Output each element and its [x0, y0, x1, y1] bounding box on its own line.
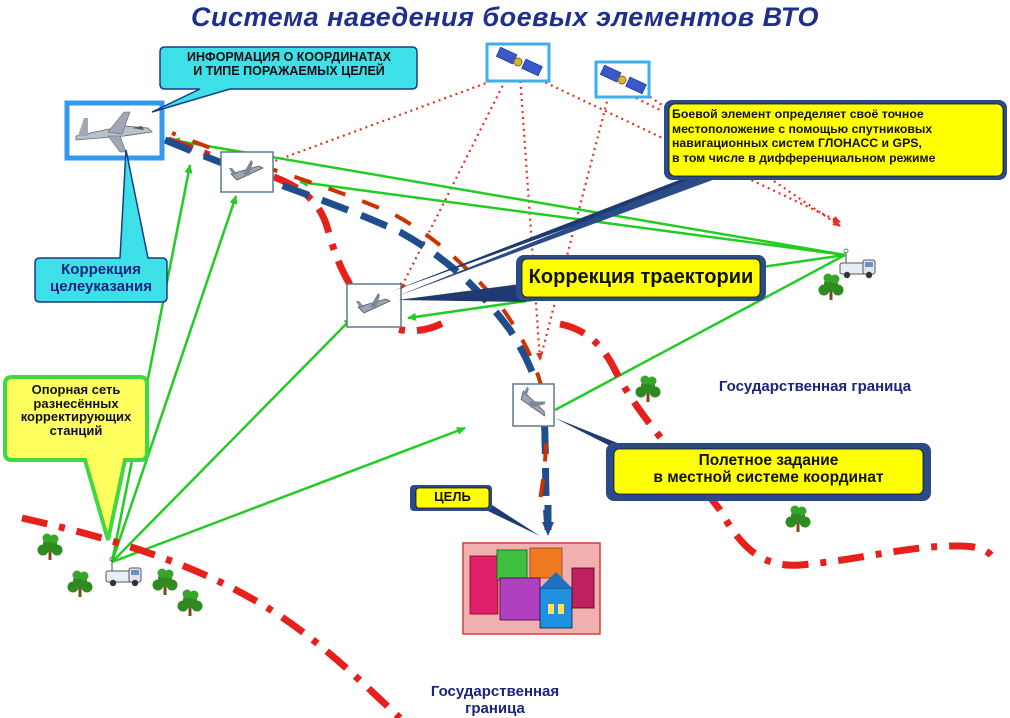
munition-3 [512, 381, 555, 427]
reference-network-line: Опорная сеть [31, 382, 121, 397]
city-icon [469, 547, 595, 629]
target-label-text: ЦЕЛЬ [434, 489, 471, 504]
flight-task-line: Полетное задание [698, 452, 839, 469]
satellite-gps [594, 60, 651, 99]
vehicle-icon [839, 248, 876, 279]
tree-icon [785, 505, 811, 532]
reference-network-text: Опорная сеть разнесённых корректирующих … [6, 383, 146, 438]
callout-trajectory-correction [398, 255, 766, 302]
callout-target-correction [34, 149, 168, 303]
target-city [462, 542, 601, 635]
tree-icon [635, 375, 661, 402]
satellite-positioning-line: Боевой элемент определяет своё точное [672, 107, 924, 121]
callout-satellite-positioning [390, 100, 1007, 297]
info-coords-line: ИНФОРМАЦИЯ О КООРДИНАТАХ [187, 50, 391, 64]
target-correction-text: Коррекция целеуказания [36, 261, 166, 295]
tree-icon [37, 533, 63, 560]
satellite-positioning-line: навигационных систем ГЛОНАСС и GPS, [672, 136, 922, 150]
tree-icon [177, 589, 203, 616]
reference-network-line: корректирующих [20, 409, 132, 425]
tree-icon [152, 568, 178, 595]
callout-reference-network [3, 375, 149, 541]
satellite-positioning-text: Боевой элемент определяет своё точное ме… [672, 107, 1000, 165]
reference-network-line: разнесённых [33, 395, 119, 411]
border-label-bottom: Государственная граница [405, 683, 585, 718]
munition-1 [220, 151, 274, 193]
aircraft-carrier-plane [64, 100, 165, 161]
vehicle-icon [105, 556, 142, 587]
border-label-line: граница [465, 700, 525, 718]
info-coords-text: ИНФОРМАЦИЯ О КООРДИНАТАХ И ТИПЕ ПОРАЖАЕМ… [162, 50, 416, 79]
flight-task-line: в местной системе координат [653, 469, 884, 487]
callout-flight-task [555, 418, 931, 501]
border-label-right: Государственная граница [718, 378, 912, 395]
satellite-positioning-line: местоположение с помощью спутниковых [672, 121, 933, 136]
tree-icon [67, 570, 93, 597]
border-label-line: Государственная [430, 683, 560, 700]
target-correction-line: Коррекция [61, 261, 141, 278]
callout-target [410, 485, 540, 536]
callout-info-coordinates [151, 46, 418, 113]
trajectory-correction-text: Коррекция траектории [528, 266, 754, 288]
satellite-glonass [485, 42, 551, 83]
munition-2 [346, 283, 402, 328]
target-correction-line: целеуказания [49, 277, 153, 295]
satellite-positioning-line: в том числе в дифференциальном режиме [672, 150, 936, 165]
tree-icon [818, 273, 844, 300]
flight-task-text: Полетное задание в местной системе коорд… [614, 452, 923, 486]
reference-network-line: станций [49, 422, 103, 438]
page-title: Система наведения боевых элементов ВТО [190, 2, 820, 32]
aircraft-icon [75, 111, 153, 153]
info-coords-line: И ТИПЕ ПОРАЖАЕМЫХ ЦЕЛЕЙ [193, 63, 385, 78]
